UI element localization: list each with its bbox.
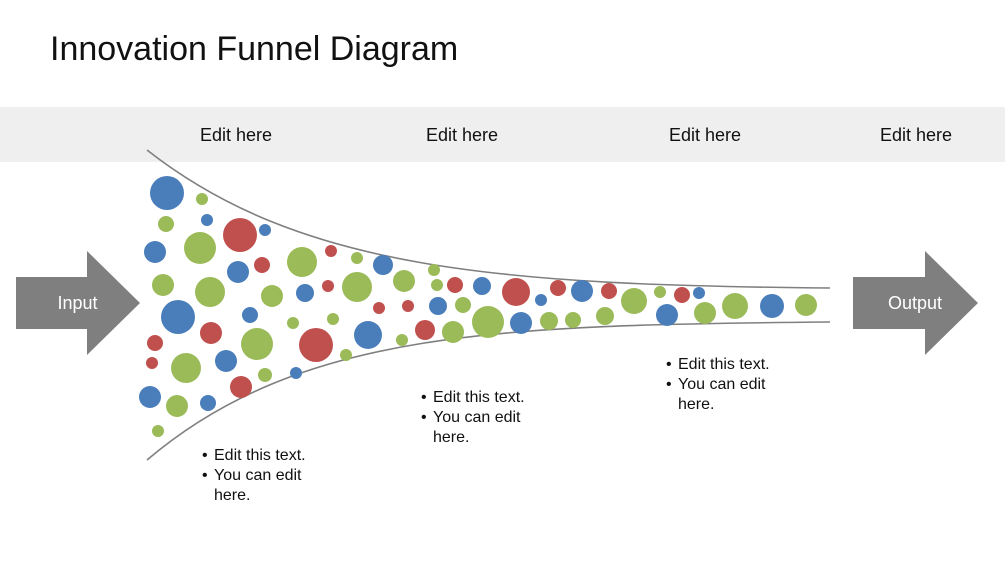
note-line: You can edit (421, 408, 525, 428)
idea-bubble (760, 294, 784, 318)
idea-bubble (402, 300, 414, 312)
idea-bubble (227, 261, 249, 283)
idea-bubble (473, 277, 491, 295)
idea-bubble (535, 294, 547, 306)
idea-bubbles (139, 176, 817, 437)
idea-bubble (299, 328, 333, 362)
idea-bubble (287, 317, 299, 329)
idea-bubble (396, 334, 408, 346)
idea-bubble (152, 425, 164, 437)
stage-note-2[interactable]: Edit this text. You can edit here. (421, 388, 525, 448)
idea-bubble (290, 367, 302, 379)
output-label: Output (887, 293, 943, 313)
idea-bubble (540, 312, 558, 330)
idea-bubble (428, 264, 440, 276)
input-label: Input (57, 293, 98, 313)
idea-bubble (161, 300, 195, 334)
stage-note-1[interactable]: Edit this text. You can edit here. (202, 446, 306, 506)
idea-bubble (455, 297, 471, 313)
idea-bubble (287, 247, 317, 277)
idea-bubble (144, 241, 166, 263)
idea-bubble (571, 280, 593, 302)
idea-bubble (201, 214, 213, 226)
idea-bubble (184, 232, 216, 264)
idea-bubble (415, 320, 435, 340)
idea-bubble (241, 328, 273, 360)
note-line: You can edit (202, 466, 306, 486)
idea-bubble (254, 257, 270, 273)
idea-bubble (674, 287, 690, 303)
idea-bubble (442, 321, 464, 343)
idea-bubble (342, 272, 372, 302)
idea-bubble (139, 386, 161, 408)
note-line: here. (678, 396, 715, 413)
funnel-top-edge (146, 149, 831, 289)
idea-bubble (223, 218, 257, 252)
stage-note-3[interactable]: Edit this text. You can edit here. (666, 355, 770, 415)
idea-bubble (195, 277, 225, 307)
idea-bubble (147, 335, 163, 351)
idea-bubble (621, 288, 647, 314)
idea-bubble (447, 277, 463, 293)
idea-bubble (150, 176, 184, 210)
idea-bubble (510, 312, 532, 334)
idea-bubble (373, 255, 393, 275)
idea-bubble (258, 368, 272, 382)
page-title: Innovation Funnel Diagram (50, 30, 459, 68)
idea-bubble (146, 357, 158, 369)
idea-bubble (242, 307, 258, 323)
idea-bubble (601, 283, 617, 299)
idea-bubble (261, 285, 283, 307)
idea-bubble (354, 321, 382, 349)
idea-bubble (327, 313, 339, 325)
idea-bubble (152, 274, 174, 296)
idea-bubble (373, 302, 385, 314)
idea-bubble (472, 306, 504, 338)
input-arrow (16, 251, 140, 355)
idea-bubble (340, 349, 352, 361)
idea-bubble (656, 304, 678, 326)
idea-bubble (158, 216, 174, 232)
idea-bubble (502, 278, 530, 306)
idea-bubble (351, 252, 363, 264)
note-line: Edit this text. (421, 388, 525, 408)
idea-bubble (215, 350, 237, 372)
note-line: here. (214, 487, 251, 504)
note-line: Edit this text. (202, 446, 306, 466)
idea-bubble (200, 322, 222, 344)
idea-bubble (325, 245, 337, 257)
idea-bubble (693, 287, 705, 299)
idea-bubble (196, 193, 208, 205)
note-line: You can edit (666, 375, 770, 395)
idea-bubble (200, 395, 216, 411)
idea-bubble (795, 294, 817, 316)
note-line: here. (433, 429, 470, 446)
note-line: Edit this text. (666, 355, 770, 375)
idea-bubble (171, 353, 201, 383)
idea-bubble (694, 302, 716, 324)
idea-bubble (322, 280, 334, 292)
idea-bubble (654, 286, 666, 298)
stage-label-3[interactable]: Edit here (668, 125, 742, 145)
idea-bubble (722, 293, 748, 319)
idea-bubble (259, 224, 271, 236)
idea-bubble (166, 395, 188, 417)
idea-bubble (429, 297, 447, 315)
idea-bubble (230, 376, 252, 398)
idea-bubble (296, 284, 314, 302)
idea-bubble (596, 307, 614, 325)
stage-label-1[interactable]: Edit here (199, 125, 273, 145)
output-arrow (853, 251, 978, 355)
funnel-bottom-edge (146, 321, 831, 461)
idea-bubble (550, 280, 566, 296)
stage-header-band (0, 107, 1005, 162)
idea-bubble (393, 270, 415, 292)
stage-label-4[interactable]: Edit here (879, 125, 953, 145)
stage-label-2[interactable]: Edit here (425, 125, 499, 145)
idea-bubble (565, 312, 581, 328)
idea-bubble (431, 279, 443, 291)
